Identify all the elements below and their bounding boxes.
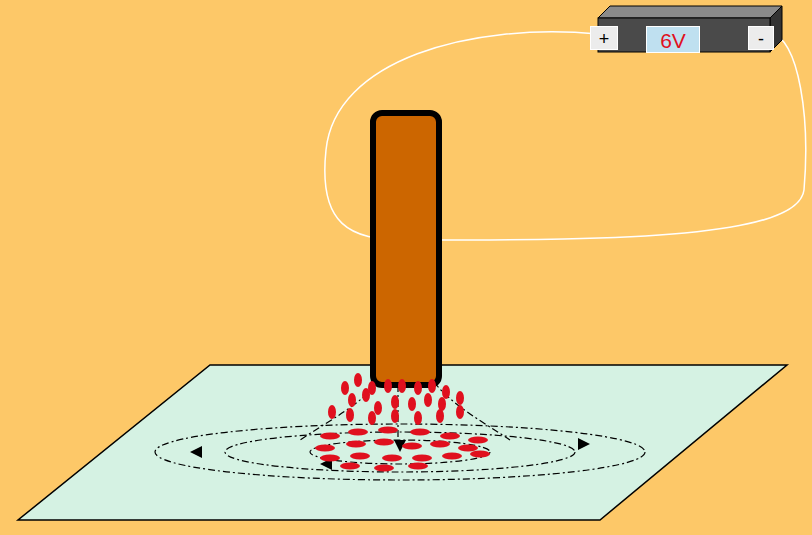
particle: [346, 408, 354, 422]
field-lines: [155, 382, 645, 480]
particle: [442, 453, 462, 460]
particle: [440, 433, 460, 440]
particle: [436, 409, 444, 423]
particle: [424, 393, 432, 407]
particle: [408, 463, 428, 470]
particle: [414, 411, 422, 425]
particle: [410, 429, 430, 436]
particle: [391, 395, 399, 409]
electrode-rod: [373, 113, 439, 385]
particle: [430, 441, 450, 448]
particle: [384, 379, 392, 393]
wire: [325, 32, 598, 240]
terminal-label: +: [590, 26, 618, 50]
particle: [354, 373, 362, 387]
particle: [412, 455, 432, 462]
particle: [320, 433, 340, 440]
particle: [382, 455, 402, 462]
particle: [346, 441, 366, 448]
particle: [348, 393, 356, 407]
particle: [374, 465, 394, 472]
voltage-label: 6V: [646, 26, 700, 53]
particle: [408, 397, 416, 411]
particle: [458, 445, 478, 452]
particle: [391, 409, 399, 423]
wire: [420, 32, 806, 240]
particle: [468, 437, 488, 444]
particles: [315, 373, 490, 472]
particle: [374, 401, 382, 415]
particle: [350, 453, 370, 460]
particle: [442, 385, 450, 399]
particle: [341, 381, 349, 395]
particle: [362, 388, 370, 402]
particle: [378, 427, 398, 434]
particle: [315, 445, 335, 452]
particle: [438, 397, 446, 411]
particle: [414, 381, 422, 395]
particle: [320, 455, 340, 462]
battery: +6V -: [582, 4, 786, 56]
particle: [456, 391, 464, 405]
particle: [456, 405, 464, 419]
particle: [340, 463, 360, 470]
particle: [402, 443, 422, 450]
terminal-label: -: [748, 26, 774, 50]
particle: [428, 379, 436, 393]
particle: [368, 411, 376, 425]
particle: [398, 379, 406, 393]
particle: [374, 439, 394, 446]
paper-sheet: [18, 365, 787, 520]
particle: [328, 405, 336, 419]
particle: [348, 429, 368, 436]
particle: [470, 451, 490, 458]
